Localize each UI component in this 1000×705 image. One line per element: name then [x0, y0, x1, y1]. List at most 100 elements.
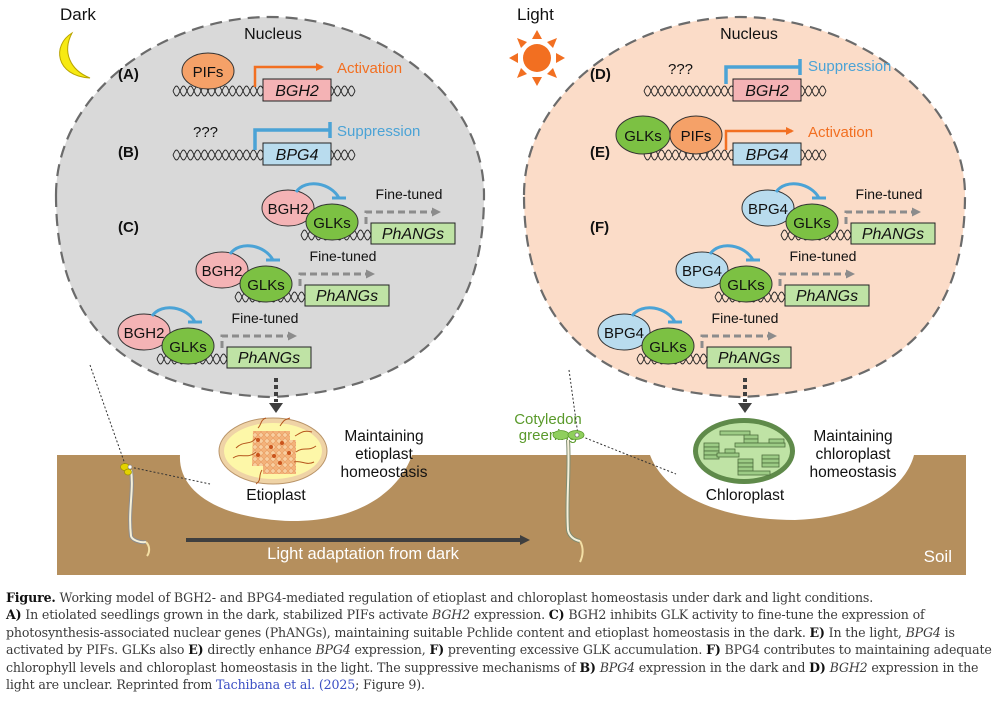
caption-panel-ref: E)	[188, 642, 204, 658]
gene-box-phangs	[850, 222, 936, 245]
fine-tuned-arrow	[364, 207, 441, 224]
inhibitor-protein	[117, 313, 171, 351]
caption-text: expression in the light are unclear. Rep…	[6, 659, 979, 693]
fine-tuned-label: Fine-tuned	[376, 186, 443, 202]
etioplast-outcome-2: etioplast	[355, 446, 413, 463]
activation-arrow	[724, 127, 794, 150]
inhibitor-label: BGH2	[124, 325, 165, 342]
light-condition-label: Light	[517, 5, 554, 24]
fine-tuned-arrow	[298, 269, 375, 286]
glks-label: GLKs	[624, 128, 662, 145]
gene-label-phangs: PhANGs	[718, 350, 780, 367]
inhibitor-protein	[675, 251, 729, 289]
caption-panel-ref: E)	[809, 624, 825, 640]
glks-label: GLKs	[793, 215, 831, 232]
glks-protein	[785, 203, 839, 241]
glks-label: GLKs	[649, 339, 687, 356]
caption-text: expression,	[350, 642, 430, 658]
caption-text: directly enhance	[203, 642, 316, 658]
suppression-bar	[724, 59, 802, 84]
cotyledon-label-1: Cotyledon	[514, 411, 582, 428]
transition-label: Light adaptation from dark	[267, 545, 459, 563]
glks-protein	[641, 327, 695, 365]
caption-text: is activated by PIFs. GLKs also	[6, 624, 955, 658]
caption-panel-ref: A)	[6, 607, 22, 623]
glks-protein	[719, 265, 773, 303]
gene-label-bgh2: BGH2	[275, 83, 319, 100]
panel-a-tag: (A)	[118, 66, 139, 83]
dark-nucleus-label: Nucleus	[244, 26, 302, 43]
gene-box-phangs	[226, 346, 312, 369]
fine-tuned-label: Fine-tuned	[232, 310, 299, 326]
sun-icon	[509, 30, 565, 86]
caption-text: expression in the dark and	[634, 659, 810, 675]
panel-c-tag: (C)	[118, 219, 139, 236]
moon-icon	[59, 31, 91, 79]
glks-protein	[615, 115, 671, 155]
caption-panel-ref: C)	[548, 607, 565, 623]
suppression-bar	[253, 122, 332, 150]
inhibitor-protein	[195, 251, 249, 289]
caption-text: ; Figure 9).	[355, 677, 425, 693]
chloroplast-outcome-2: chloroplast	[816, 446, 892, 463]
fine-tuned-label: Fine-tuned	[856, 186, 923, 202]
caption-body: A) In etiolated seedlings grown in the d…	[6, 607, 992, 692]
etiolated-seedling	[89, 364, 211, 557]
gene-label-phangs: PhANGs	[796, 288, 858, 305]
soil-label: Soil	[924, 547, 952, 566]
dark-output-arrowhead	[269, 403, 283, 413]
dark-condition-label: Dark	[60, 5, 96, 24]
caption-text: expression.	[469, 607, 549, 623]
pifs-protein	[181, 52, 235, 90]
inhibitor-protein	[261, 189, 315, 227]
inhibitor-label: BGH2	[268, 201, 309, 218]
glks-protein	[161, 327, 215, 365]
fine-tuned-label: Fine-tuned	[712, 310, 779, 326]
panel-b-tag: (B)	[118, 144, 139, 161]
gene-label-phangs: PhANGs	[862, 226, 924, 243]
chloroplast-label: Chloroplast	[706, 487, 785, 504]
caption-gene-name: BGH2	[829, 659, 868, 675]
activation-arrow	[253, 63, 324, 87]
caption-gene-name: BPG4	[315, 642, 351, 658]
fine-tuned-arrow	[220, 331, 297, 348]
gene-box-bgh2	[262, 78, 332, 102]
inhibition-arrow	[294, 182, 346, 200]
fine-tuned-label: Fine-tuned	[790, 248, 857, 264]
inhibitor-protein	[741, 189, 795, 227]
pifs-label: PIFs	[681, 128, 712, 145]
unknown-regulator-d: ???	[668, 61, 693, 78]
suppression-label: Suppression	[808, 58, 891, 75]
etioplast-outcome-1: Maintaining	[344, 428, 423, 445]
citation-link[interactable]: Tachibana et al. (2025	[216, 677, 356, 693]
gene-label-bgh2: BGH2	[745, 83, 789, 100]
etioplast-outcome-3: homeostasis	[340, 464, 427, 481]
caption-gene-name: BPG4	[599, 659, 635, 675]
caption-gene-name: BPG4	[905, 624, 941, 640]
activation-label: Activation	[808, 124, 873, 141]
caption-panel-ref: F)	[706, 642, 721, 658]
inhibitor-label: BPG4	[748, 201, 788, 218]
gene-label-bpg4: BPG4	[276, 147, 319, 164]
green-seedling	[552, 369, 677, 563]
gene-box-bpg4	[732, 142, 802, 166]
gene-label-bpg4: BPG4	[746, 147, 789, 164]
caption-text: BGH2 inhibits GLK activity to fine-tune …	[6, 607, 925, 640]
etioplast-label: Etioplast	[246, 487, 306, 504]
inhibitor-label: BGH2	[202, 263, 243, 280]
gene-box-bgh2	[732, 78, 802, 102]
figure-caption: Figure. Working model of BGH2- and BPG4-…	[6, 589, 996, 693]
fine-tuned-arrow	[778, 269, 855, 286]
gene-label-phangs: PhANGs	[316, 288, 378, 305]
caption-gene-name: BGH2	[432, 607, 470, 623]
caption-title-text: Working model of BGH2- and BPG4-mediated…	[55, 590, 874, 605]
glks-label: GLKs	[169, 339, 207, 356]
inhibition-arrow	[150, 306, 202, 324]
caption-panel-ref: B)	[579, 659, 596, 675]
chloroplast-icon	[693, 418, 795, 484]
